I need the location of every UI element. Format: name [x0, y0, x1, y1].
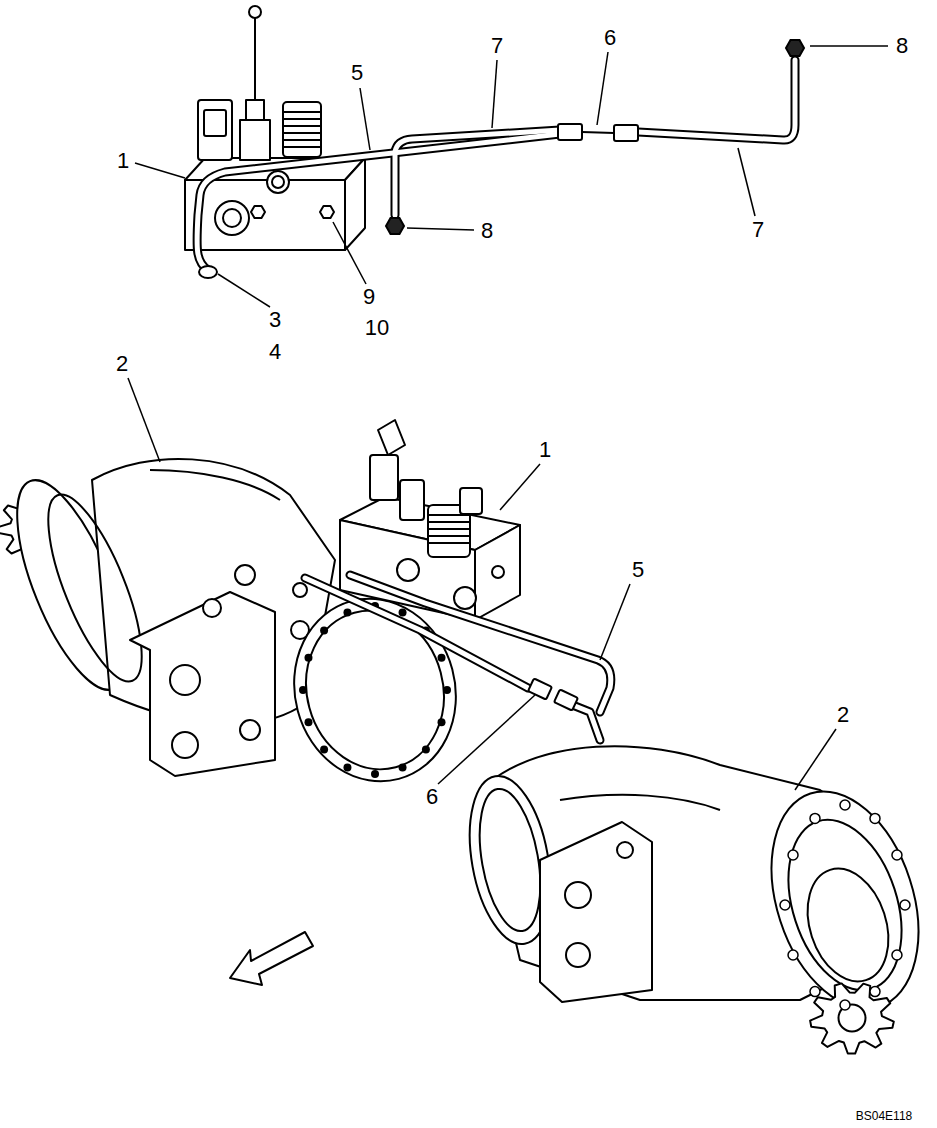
- bolt: [399, 764, 407, 772]
- bolt: [780, 900, 790, 910]
- bolt: [443, 686, 451, 694]
- bolt: [304, 718, 312, 726]
- callout-number: 8: [479, 219, 495, 243]
- callout-number: 6: [602, 26, 618, 50]
- bolt: [870, 987, 880, 997]
- callout-number: 6: [424, 785, 440, 809]
- callout-number: 7: [489, 34, 505, 58]
- callout-number: 4: [267, 340, 283, 364]
- bolt: [399, 608, 407, 616]
- bolt: [788, 850, 798, 860]
- bolt: [371, 770, 379, 778]
- drawing-code: BS04E118: [854, 1109, 915, 1123]
- bolt: [788, 950, 798, 960]
- callout-number: 3: [267, 308, 283, 332]
- bolt: [892, 950, 902, 960]
- bolt: [900, 900, 910, 910]
- bolt: [810, 813, 820, 823]
- callout-number: 2: [835, 703, 851, 727]
- bolt: [892, 850, 902, 860]
- callout-number: 1: [115, 149, 131, 173]
- bolt: [438, 654, 446, 662]
- callout-number: 2: [114, 352, 130, 376]
- callout-number: 7: [750, 218, 766, 242]
- bolt: [343, 764, 351, 772]
- callout-number: 9: [361, 285, 377, 309]
- bolt: [810, 987, 820, 997]
- bolt: [840, 1000, 850, 1010]
- bolt: [304, 654, 312, 662]
- bolt: [343, 608, 351, 616]
- bolt: [438, 718, 446, 726]
- bolt: [840, 800, 850, 810]
- callout-number: 5: [630, 558, 646, 582]
- bolt: [299, 686, 307, 694]
- sprocket: [810, 983, 894, 1053]
- bolt: [870, 813, 880, 823]
- bolt: [422, 745, 430, 753]
- callout-number: 5: [349, 61, 365, 85]
- bolt: [320, 627, 328, 635]
- callout-number: 10: [363, 316, 391, 340]
- bolt: [320, 745, 328, 753]
- callout-number: 1: [537, 438, 553, 462]
- callout-number: 8: [894, 34, 910, 58]
